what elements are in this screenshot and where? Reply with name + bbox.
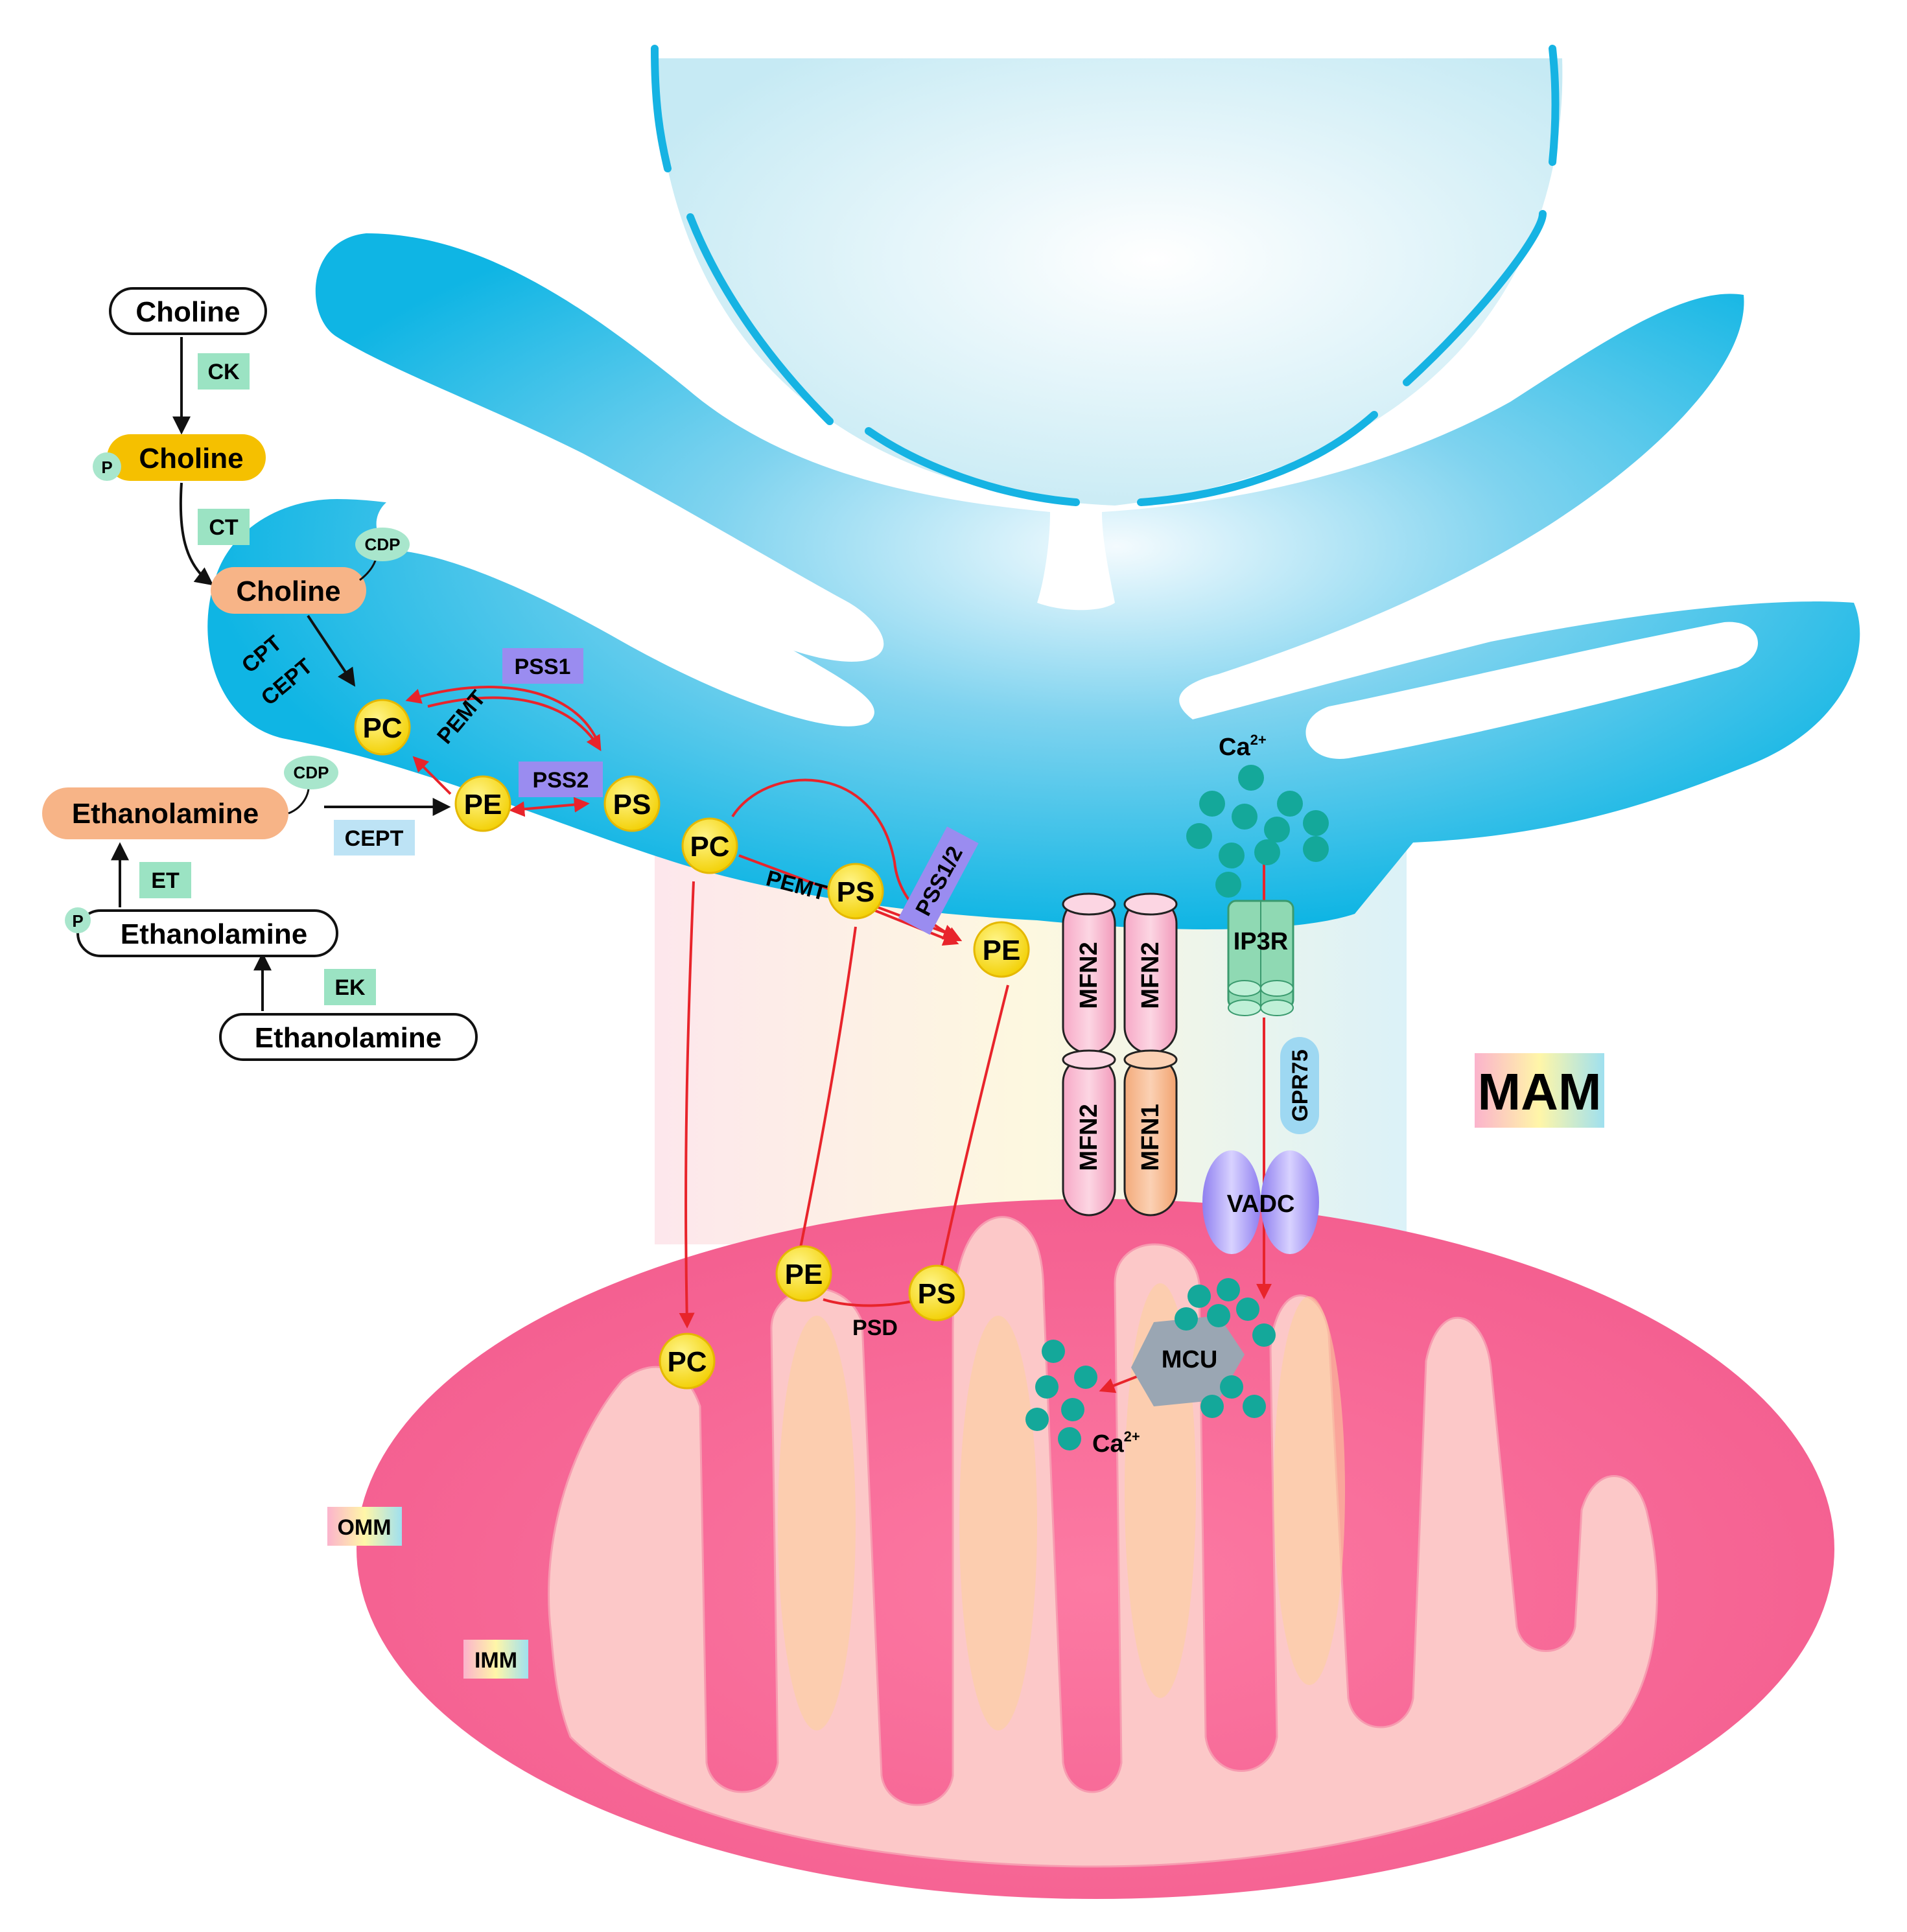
svg-text:PC: PC <box>362 712 402 744</box>
lipid-ps-3: PS <box>908 1264 965 1321</box>
calcium-label-er: Ca2+ <box>1219 732 1267 761</box>
nuclear-envelope <box>651 45 1560 506</box>
lipid-ps-2: PS <box>827 863 884 920</box>
enzyme-ck: CK <box>198 353 250 390</box>
phosphoethanolamine-node: Ethanolamine P <box>65 907 338 957</box>
svg-text:MAM: MAM <box>1477 1063 1601 1121</box>
svg-text:MCU: MCU <box>1162 1346 1218 1373</box>
lipid-pc-1: PC <box>354 699 411 756</box>
lipid-transfer-arrows <box>405 686 1272 1393</box>
svg-text:Ethanolamine: Ethanolamine <box>121 918 308 950</box>
lipid-pc-2: PC <box>681 817 738 874</box>
enzyme-pss2: PSS2 <box>519 762 603 797</box>
svg-text:EK: EK <box>334 975 366 1000</box>
svg-text:PE: PE <box>785 1259 823 1290</box>
svg-text:PS: PS <box>613 789 651 821</box>
phosphate-icon <box>65 907 91 933</box>
gpr75-receptor: GPR75 <box>1280 1037 1319 1134</box>
vadc-channel: VADC <box>1202 1150 1319 1254</box>
svg-text:CDP: CDP <box>294 763 329 782</box>
mfn2-mito-left: MFN2 <box>1062 1049 1116 1216</box>
svg-text:Choline: Choline <box>135 296 240 328</box>
svg-text:CDP: CDP <box>365 535 401 554</box>
cdp-ethanolamine-node: Ethanolamine CDP <box>42 756 338 839</box>
imm-label: IMM <box>463 1640 528 1679</box>
svg-text:PS: PS <box>837 876 875 908</box>
svg-text:PC: PC <box>667 1346 707 1378</box>
matrix-glow-4 <box>1274 1296 1345 1685</box>
nucleus <box>655 58 1563 506</box>
svg-text:PSS2: PSS2 <box>533 768 589 793</box>
svg-text:IMM: IMM <box>474 1648 517 1673</box>
svg-text:PE: PE <box>983 935 1021 966</box>
svg-text:MFN2: MFN2 <box>1075 942 1103 1008</box>
phosphocholine-node: Choline P <box>93 434 266 481</box>
lipid-ps-1: PS <box>603 775 661 832</box>
svg-text:P: P <box>101 458 112 477</box>
svg-text:PS: PS <box>918 1278 956 1310</box>
omm-label: OMM <box>327 1507 402 1546</box>
matrix-glow-2 <box>959 1316 1037 1730</box>
choline-node: Choline <box>109 287 267 335</box>
lipid-pe-1: PE <box>454 775 511 832</box>
cdp-tag <box>284 756 338 789</box>
matrix-glow-1 <box>778 1316 856 1730</box>
ethanolamine-node: Ethanolamine <box>219 1013 478 1061</box>
svg-text:OMM: OMM <box>337 1515 391 1540</box>
mfn1-mito-right: MFN1 <box>1123 1049 1178 1216</box>
enzyme-pss1: PSS1 <box>502 648 583 684</box>
svg-text:P: P <box>72 911 83 931</box>
svg-text:Ethanolamine: Ethanolamine <box>255 1022 442 1054</box>
svg-text:PC: PC <box>690 831 729 863</box>
svg-text:IP3R: IP3R <box>1234 928 1288 955</box>
mcu-channel: MCU <box>1131 1316 1245 1406</box>
lipid-pe-3: PE <box>775 1245 832 1302</box>
mfn2-er-left: MFN2 <box>1062 892 1116 1054</box>
calcium-ions-ims <box>1175 1278 1276 1418</box>
svg-text:GPR75: GPR75 <box>1288 1049 1313 1122</box>
lipid-pe-2: PE <box>973 921 1030 978</box>
er-gap-right <box>1305 622 1759 759</box>
mam-label: MAM <box>1475 1053 1604 1128</box>
cdp-tag <box>355 528 410 561</box>
calcium-ions-er <box>1186 765 1329 898</box>
svg-text:Ethanolamine: Ethanolamine <box>72 798 259 830</box>
svg-text:VADC: VADC <box>1227 1191 1295 1218</box>
calcium-ions-matrix <box>1025 1340 1097 1450</box>
svg-text:MFN2: MFN2 <box>1075 1104 1103 1170</box>
arrow-cpt <box>307 614 356 687</box>
svg-text:PE: PE <box>464 789 502 821</box>
svg-text:CEPT: CEPT <box>345 826 404 851</box>
svg-text:MFN1: MFN1 <box>1137 1104 1164 1170</box>
svg-text:Choline: Choline <box>236 576 340 607</box>
endoplasmic-reticulum <box>207 233 1860 929</box>
ip3r-channel: IP3R <box>1227 900 1294 1016</box>
svg-text:CT: CT <box>209 515 239 540</box>
enzyme-ek: EK <box>324 969 376 1005</box>
enzyme-psd: PSD <box>852 1316 898 1340</box>
svg-text:Choline: Choline <box>139 443 243 474</box>
svg-text:CK: CK <box>207 360 240 384</box>
lipid-pc-3: PC <box>659 1333 716 1390</box>
calcium-label-matrix: Ca2+ <box>1092 1428 1140 1458</box>
svg-text:MFN2: MFN2 <box>1137 942 1164 1008</box>
svg-text:PSS1: PSS1 <box>515 655 571 679</box>
er-gap-left <box>376 493 874 727</box>
phosphate-icon <box>93 452 121 481</box>
enzyme-cept-box: CEPT <box>334 820 415 855</box>
enzyme-et: ET <box>139 862 191 898</box>
enzyme-ct: CT <box>198 509 250 545</box>
cdp-choline-node: Choline CDP <box>211 528 410 614</box>
arrow-ct <box>179 482 214 586</box>
svg-text:ET: ET <box>151 868 180 893</box>
mfn2-er-right: MFN2 <box>1123 892 1178 1054</box>
